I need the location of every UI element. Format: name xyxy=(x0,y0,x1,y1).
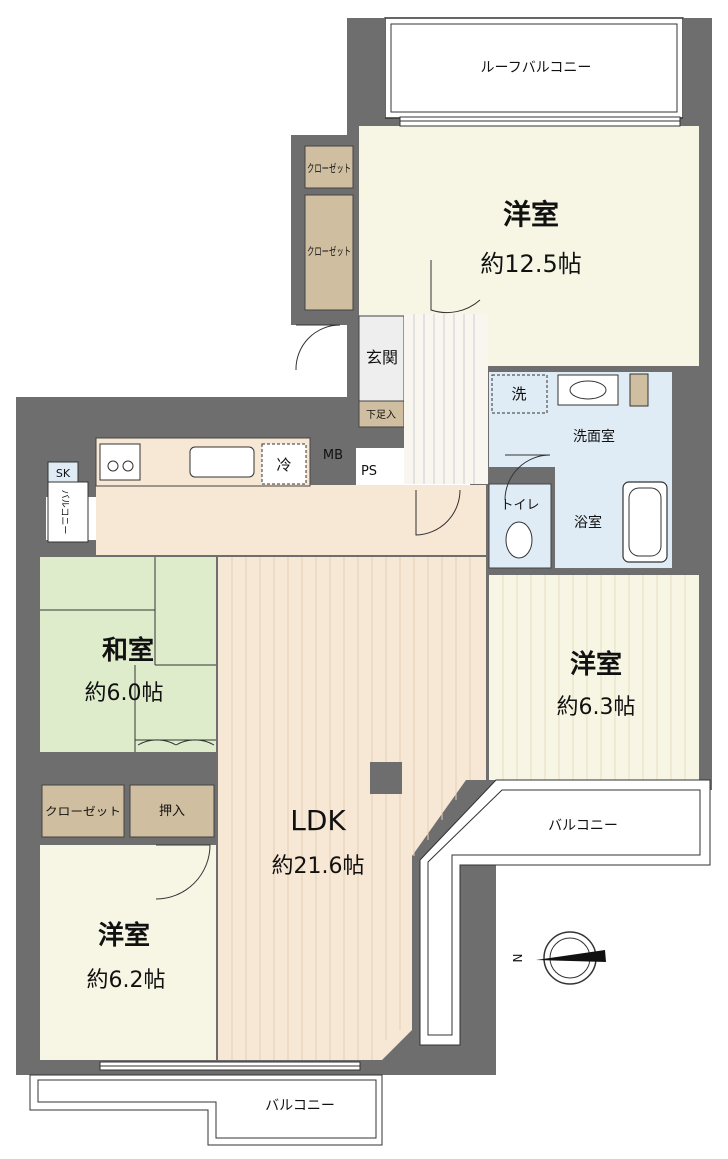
sk-label: SK xyxy=(56,467,71,480)
compass-n-label: N xyxy=(511,954,525,963)
shoe-storage-label: 下足入 xyxy=(366,409,396,421)
washroom-label: 洗面室 xyxy=(573,428,615,445)
closet-upper-small-label: クローゼット xyxy=(307,162,351,175)
washroom-shelf xyxy=(629,373,649,407)
shoe-storage xyxy=(358,400,405,428)
closet-upper-tall-label: クローゼット xyxy=(307,245,351,258)
master-bedroom-extension xyxy=(359,126,479,316)
washer-space xyxy=(491,374,548,414)
south-balcony-label: バルコニー xyxy=(265,1098,335,1114)
washbasin-bowl xyxy=(569,380,607,400)
bath-label: 浴室 xyxy=(574,514,602,531)
bedroom-east-flooring xyxy=(502,575,686,780)
east-balcony-label: バルコニー xyxy=(548,818,618,834)
ldk-floor xyxy=(218,557,486,1060)
mb-label: MB xyxy=(323,448,343,463)
fridge-space xyxy=(261,443,307,485)
bedroom-east-name: 洋室 xyxy=(570,649,622,680)
bathtub-inner xyxy=(628,487,662,557)
oshiire xyxy=(129,784,215,838)
small-balcony xyxy=(47,481,89,543)
washitsu-floor xyxy=(40,557,216,752)
kitchen-sink xyxy=(189,446,255,478)
corridor xyxy=(404,314,488,484)
bedroom-south-name: 洋室 xyxy=(98,920,150,951)
wash-label: 洗 xyxy=(511,385,526,403)
ldk-name: LDK xyxy=(290,804,346,837)
closet-upper-small xyxy=(304,145,354,189)
closet-south xyxy=(41,784,125,838)
toilet-bowl xyxy=(505,521,533,559)
small-balcony-label: バルコニー xyxy=(59,490,70,535)
ldk-size: 約21.6帖 xyxy=(272,854,365,879)
washitsu-size: 約6.0帖 xyxy=(85,681,164,706)
burner-2 xyxy=(122,460,134,472)
roof-balcony-label: ルーフバルコニー xyxy=(481,60,592,76)
kitchen-corridor-floor xyxy=(96,485,486,555)
ps-label: PS xyxy=(361,464,377,479)
entrance-label: 玄関 xyxy=(366,348,398,367)
bedroom-south-size: 約6.2帖 xyxy=(87,968,166,993)
window-strip-south xyxy=(99,1061,361,1071)
bedroom-east-floor xyxy=(489,575,699,780)
entrance-floor xyxy=(358,315,405,402)
window-strip-north xyxy=(399,116,681,127)
compass-icon: N xyxy=(511,931,606,985)
bedroom-east-size: 約6.3帖 xyxy=(557,695,636,720)
fridge-label: 冷 xyxy=(276,456,291,474)
tatami-lines xyxy=(40,557,216,752)
oshiire-label: 押入 xyxy=(159,804,185,819)
east-balcony: バルコニー xyxy=(419,779,711,1046)
bathtub xyxy=(622,481,668,563)
master-bedroom-name: 洋室 xyxy=(503,198,559,231)
stove xyxy=(99,443,141,481)
column xyxy=(370,762,402,794)
washitsu-name: 和室 xyxy=(102,635,154,666)
closet-south-label: クローゼット xyxy=(45,805,121,818)
closet-upper-tall xyxy=(304,194,354,311)
door-swings xyxy=(137,260,551,900)
bedroom-south-floor xyxy=(40,845,216,1060)
south-balcony: バルコニー xyxy=(29,1074,383,1146)
burner-1 xyxy=(107,460,119,472)
master-bedroom-size: 約12.5帖 xyxy=(480,250,581,278)
toilet-label: トイレ xyxy=(500,498,539,513)
